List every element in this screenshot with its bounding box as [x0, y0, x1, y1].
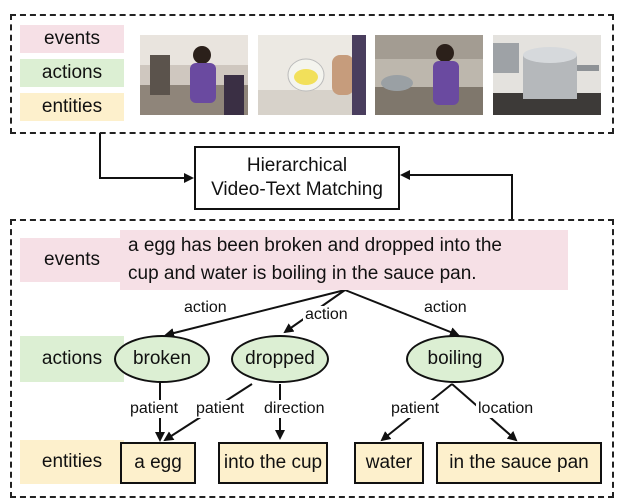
video-frame-1: [140, 35, 248, 115]
edge-label-patient-1: patient: [128, 400, 181, 418]
caption-line-1: a egg has been broken and dropped into t…: [128, 235, 502, 256]
entity-in-the-sauce-pan: in the sauce pan: [436, 442, 602, 484]
video-frame-2: [258, 35, 366, 115]
sauce-pan-icon: [493, 35, 601, 115]
edge-label-patient-3: patient: [389, 400, 442, 418]
action-node-dropped: dropped: [231, 335, 329, 383]
kitchen-scene-icon: [140, 35, 248, 115]
text-to-matching-arrow: [400, 170, 513, 220]
entity-a-egg: a egg: [120, 442, 196, 484]
text-actions-tag: actions: [20, 336, 124, 382]
edge-label-action-1: action: [182, 299, 229, 317]
kitchen-scene-icon: [375, 35, 483, 115]
edge-label-action-3: action: [422, 299, 469, 317]
egg-cup-icon: [258, 35, 366, 115]
edge-label-action-2: action: [303, 306, 350, 324]
matching-title-line1: Hierarchical: [246, 155, 348, 176]
caption-line-2: cup and water is boiling in the sauce pa…: [128, 263, 477, 284]
text-events-tag: events: [20, 238, 124, 282]
edge-label-direction: direction: [262, 400, 327, 418]
entity-into-the-cup: into the cup: [218, 442, 328, 484]
action-node-boiling: boiling: [406, 335, 504, 383]
event-caption: a egg has been broken and dropped into t…: [120, 230, 568, 290]
edge-action-broken: [164, 289, 346, 338]
text-entities-tag: entities: [20, 440, 124, 484]
edge-label-location: location: [476, 400, 536, 418]
video-frame-3: [375, 35, 483, 115]
video-entities-tag: entities: [20, 93, 124, 121]
hierarchical-matching-box: Hierarchical Video-Text Matching: [194, 146, 400, 210]
edge-action-boiling: [344, 289, 460, 337]
video-side-box: [10, 14, 614, 134]
action-node-broken: broken: [114, 335, 210, 383]
video-frame-4: [493, 35, 601, 115]
entity-water: water: [354, 442, 424, 484]
video-to-matching-arrow: [99, 133, 194, 183]
video-events-tag: events: [20, 25, 124, 53]
text-side-box: [10, 219, 614, 498]
edge-label-patient-2: patient: [194, 400, 247, 418]
matching-title-line2: Video-Text Matching: [211, 179, 383, 200]
video-actions-tag: actions: [20, 59, 124, 87]
